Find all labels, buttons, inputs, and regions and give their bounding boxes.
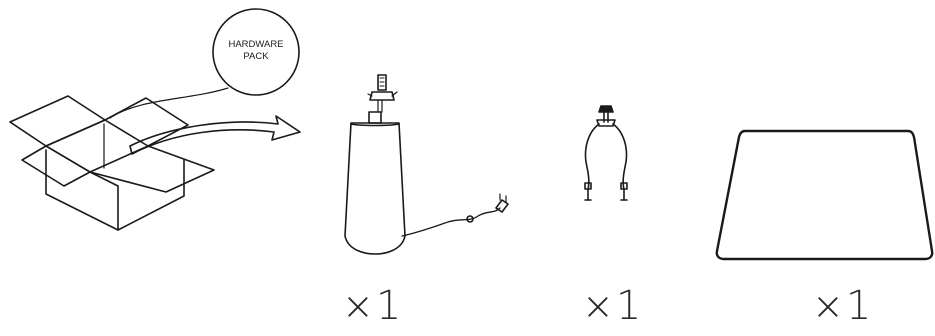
bubble-text-line2: PACK <box>243 51 269 62</box>
bubble-circle <box>212 8 300 96</box>
quantity-lamp-base: ×1 <box>342 286 403 326</box>
quantity-value: 1 <box>375 283 404 329</box>
lamp-base-icon <box>344 74 509 255</box>
open-box-icon <box>9 95 215 231</box>
quantity-shade: ×1 <box>812 286 873 326</box>
quantity-harp: ×1 <box>582 286 643 326</box>
quantity-value: 1 <box>845 283 874 329</box>
arrow-icon <box>129 115 301 155</box>
harp-icon <box>584 105 628 201</box>
multiply-sign: × <box>342 284 376 328</box>
multiply-sign: × <box>812 284 846 328</box>
multiply-sign: × <box>582 284 616 328</box>
quantity-value: 1 <box>615 283 644 329</box>
shade-icon <box>715 129 934 261</box>
bubble-text-line1: HARDWARE <box>228 39 283 50</box>
